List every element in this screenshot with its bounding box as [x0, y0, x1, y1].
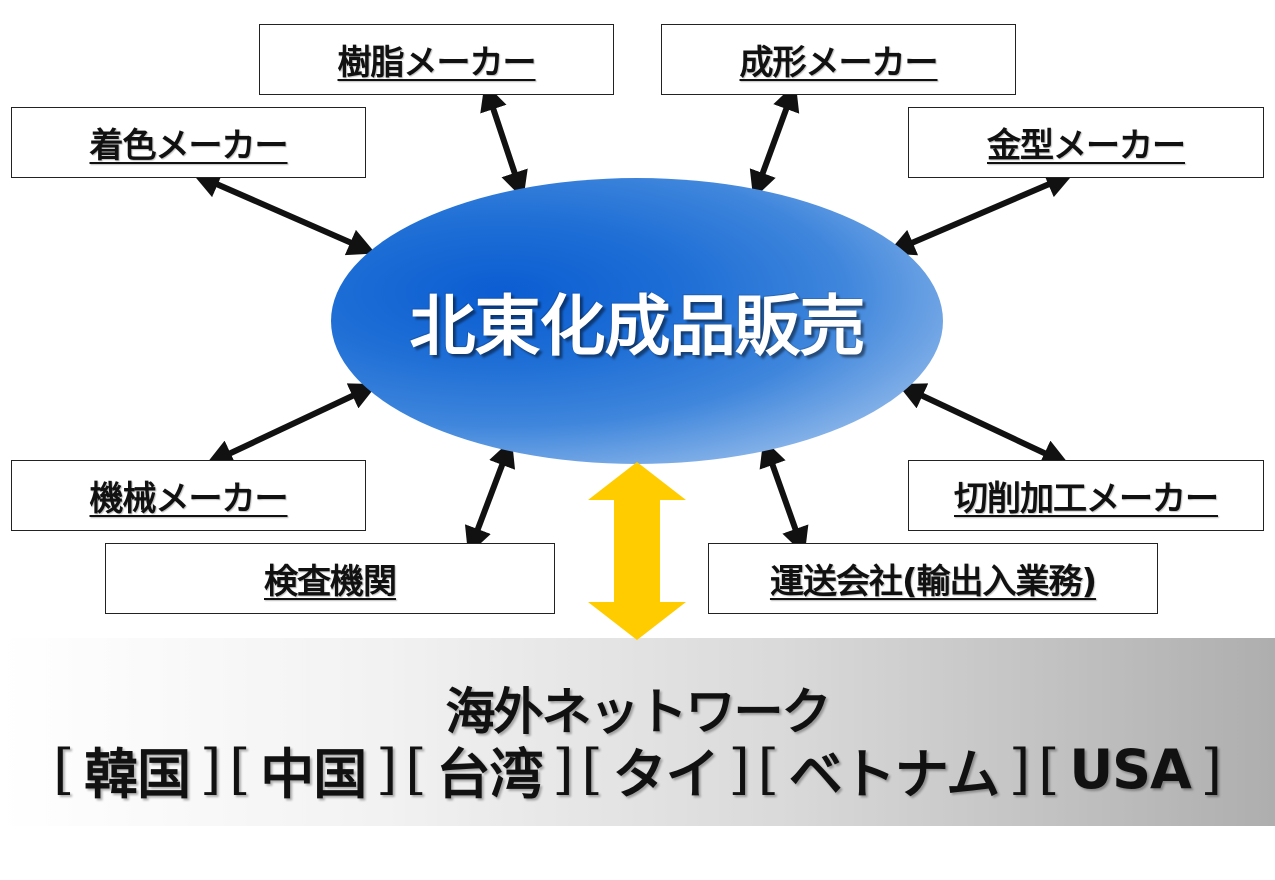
node-label: 運送会社(輸出入業務) — [769, 562, 1097, 602]
arrow-molding — [749, 83, 800, 199]
country-item: [韓国] — [49, 730, 225, 809]
bracket-open: [ — [229, 738, 251, 801]
country-list: [韓国][中国][台湾][タイ][ベトナム][USA] — [0, 730, 1275, 809]
bracket-close: ] — [1009, 738, 1031, 801]
overseas-network-panel: 海外ネットワーク [韓国][中国][台湾][タイ][ベトナム][USA] — [0, 638, 1275, 826]
arrow-inspection — [464, 439, 516, 555]
country-name: 韓国 — [84, 743, 191, 806]
node-molding-maker: 成形メーカー — [661, 24, 1016, 95]
arrow-resin — [480, 82, 528, 200]
country-name: 台湾 — [436, 743, 543, 806]
country-item: [USA] — [1034, 738, 1226, 801]
country-item: [中国] — [225, 730, 401, 809]
bracket-close: ] — [1200, 738, 1222, 801]
node-inspection-agency: 検査機関 — [105, 543, 555, 614]
node-label: 検査機関 — [264, 562, 397, 602]
country-item: [ベトナム] — [754, 730, 1035, 809]
node-cutting-maker: 切削加工メーカー — [908, 460, 1264, 531]
arrow-machinery — [205, 383, 378, 466]
bracket-close: ] — [552, 738, 574, 801]
arrow-mold — [887, 171, 1074, 256]
node-machinery-maker: 機械メーカー — [11, 460, 366, 531]
bracket-open: [ — [757, 738, 779, 801]
node-label: 切削加工メーカー — [954, 479, 1219, 519]
node-resin-maker: 樹脂メーカー — [259, 24, 614, 95]
country-name: ベトナム — [788, 743, 1000, 806]
node-label: 着色メーカー — [89, 126, 289, 166]
country-item: [タイ] — [578, 730, 754, 809]
network-title: 海外ネットワーク — [445, 683, 832, 741]
bracket-open: [ — [581, 738, 603, 801]
bracket-open: [ — [1038, 738, 1060, 801]
bracket-close: ] — [376, 738, 398, 801]
node-label: 成形メーカー — [739, 43, 939, 83]
node-label: 金型メーカー — [987, 126, 1186, 166]
node-transport-company: 運送会社(輸出入業務) — [708, 543, 1158, 614]
bracket-open: [ — [405, 738, 427, 801]
hub-ellipse: 北東化成品販売 — [331, 178, 943, 464]
country-name: 中国 — [260, 743, 367, 806]
node-label: 樹脂メーカー — [337, 43, 537, 83]
node-coloring-maker: 着色メーカー — [11, 107, 366, 178]
country-item: [台湾] — [401, 730, 577, 809]
hub-label: 北東化成品販売 — [409, 288, 866, 365]
node-label: 機械メーカー — [89, 479, 289, 519]
bracket-close: ] — [728, 738, 750, 801]
bracket-open: [ — [53, 738, 75, 801]
bracket-close: ] — [200, 738, 222, 801]
arrow-cutting — [897, 383, 1070, 466]
arrow-coloring — [192, 171, 376, 256]
arrow-transport — [759, 438, 809, 556]
country-name: USA — [1069, 738, 1192, 801]
node-mold-maker: 金型メーカー — [908, 107, 1264, 178]
country-name: タイ — [612, 743, 720, 806]
